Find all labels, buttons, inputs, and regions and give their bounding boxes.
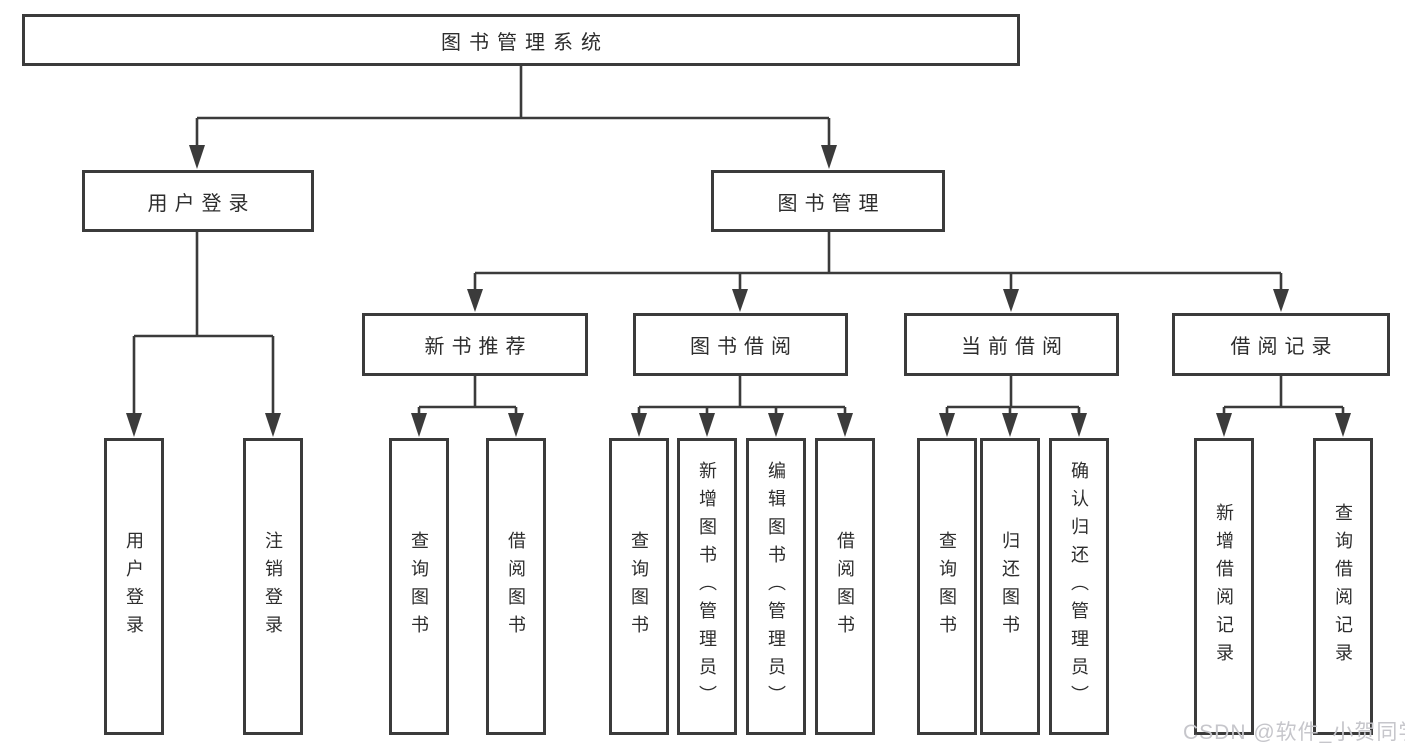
node-borrowing-records: 借阅记录: [1172, 313, 1390, 376]
leaf-borrow-books-borrowing: 借阅图书: [815, 438, 875, 735]
leaf-edit-book-admin: 编辑图书（管理员）: [746, 438, 806, 735]
leaf-query-books-recommend: 查询图书: [389, 438, 449, 735]
leaf-query-books-borrowing: 查询图书: [609, 438, 669, 735]
leaf-logout: 注销登录: [243, 438, 303, 735]
node-current-borrowing: 当前借阅: [904, 313, 1119, 376]
node-book-borrowing: 图书借阅: [633, 313, 848, 376]
leaf-add-book-admin: 新增图书（管理员）: [677, 438, 737, 735]
csdn-watermark: CSDN @软件_小贺同学: [1183, 721, 1405, 744]
node-new-book-recommend: 新书推荐: [362, 313, 588, 376]
node-user-login: 用户登录: [82, 170, 314, 232]
leaf-query-books-current: 查询图书: [917, 438, 977, 735]
leaf-borrow-books-recommend: 借阅图书: [486, 438, 546, 735]
node-book-management: 图书管理: [711, 170, 945, 232]
leaf-return-books: 归还图书: [980, 438, 1040, 735]
leaf-user-login: 用户登录: [104, 438, 164, 735]
leaf-add-borrow-record: 新增借阅记录: [1194, 438, 1254, 735]
node-library-system: 图书管理系统: [22, 14, 1020, 66]
leaf-confirm-return-admin: 确认归还（管理员）: [1049, 438, 1109, 735]
leaf-query-borrow-record: 查询借阅记录: [1313, 438, 1373, 735]
